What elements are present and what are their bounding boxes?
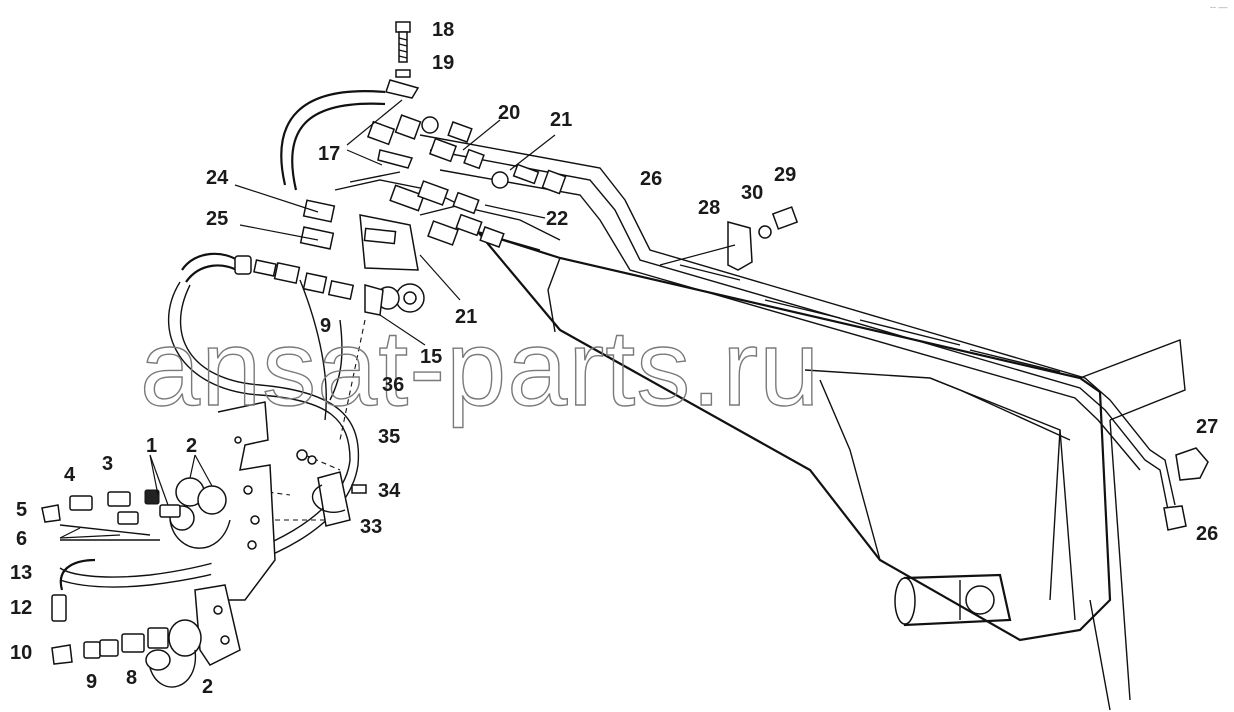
washer-19 bbox=[395, 69, 411, 78]
callout-2-lower: 2 bbox=[202, 676, 213, 698]
callout-5: 5 bbox=[16, 499, 27, 521]
clip-28 bbox=[727, 206, 799, 271]
callout-8: 8 bbox=[126, 667, 137, 689]
callout-9-upper: 9 bbox=[320, 315, 331, 337]
watermark-text: ansat-parts.ru bbox=[140, 307, 820, 428]
callout-34: 34 bbox=[378, 480, 401, 502]
callout-28: 28 bbox=[698, 197, 720, 219]
callout-10: 10 bbox=[10, 642, 32, 664]
callout-24: 24 bbox=[206, 167, 229, 189]
callout-21-lower: 21 bbox=[455, 306, 477, 328]
callout-21-upper: 21 bbox=[550, 109, 572, 131]
callout-36: 36 bbox=[382, 374, 404, 396]
clamp-33 bbox=[296, 449, 367, 527]
callout-2-upper: 2 bbox=[186, 435, 197, 457]
end-fittings bbox=[1163, 447, 1209, 531]
callout-22: 22 bbox=[546, 208, 568, 230]
callout-29: 29 bbox=[774, 164, 796, 186]
fittings-upper bbox=[366, 79, 567, 195]
callout-labels: 18 19 20 21 17 24 22 25 26 29 30 28 21 9… bbox=[10, 19, 1218, 698]
callout-35: 35 bbox=[378, 426, 400, 448]
tube-lines bbox=[419, 134, 1176, 511]
callout-4: 4 bbox=[64, 464, 76, 486]
corner-mark: -- — bbox=[1210, 2, 1228, 12]
callout-13: 13 bbox=[10, 562, 32, 584]
valve-block bbox=[334, 171, 463, 313]
callout-6: 6 bbox=[16, 528, 27, 550]
callout-26-lower: 26 bbox=[1196, 523, 1218, 545]
callout-30: 30 bbox=[741, 182, 763, 204]
valve-lower bbox=[41, 477, 231, 549]
callout-27: 27 bbox=[1196, 416, 1218, 438]
callout-25: 25 bbox=[206, 208, 228, 230]
callout-1: 1 bbox=[146, 435, 157, 457]
callout-17: 17 bbox=[318, 143, 340, 165]
mounting-plate bbox=[194, 401, 276, 666]
callout-3: 3 bbox=[102, 453, 113, 475]
fittings-middle bbox=[299, 180, 505, 250]
callout-20: 20 bbox=[498, 102, 520, 124]
hose-left bbox=[181, 252, 384, 316]
hose-loop-top bbox=[280, 90, 386, 191]
callout-9-lower: 9 bbox=[86, 671, 97, 693]
callout-19: 19 bbox=[432, 52, 454, 74]
callout-26-upper: 26 bbox=[640, 168, 662, 190]
hose-loop-main bbox=[59, 279, 360, 588]
bolt-18 bbox=[395, 21, 411, 63]
leader-lines bbox=[59, 99, 736, 539]
callout-18: 18 bbox=[432, 19, 454, 41]
callout-33: 33 bbox=[360, 516, 382, 538]
callout-15: 15 bbox=[420, 346, 442, 368]
hydraulic-cylinder bbox=[894, 573, 1012, 627]
valve-bottom bbox=[51, 558, 202, 688]
callout-12: 12 bbox=[10, 597, 32, 619]
